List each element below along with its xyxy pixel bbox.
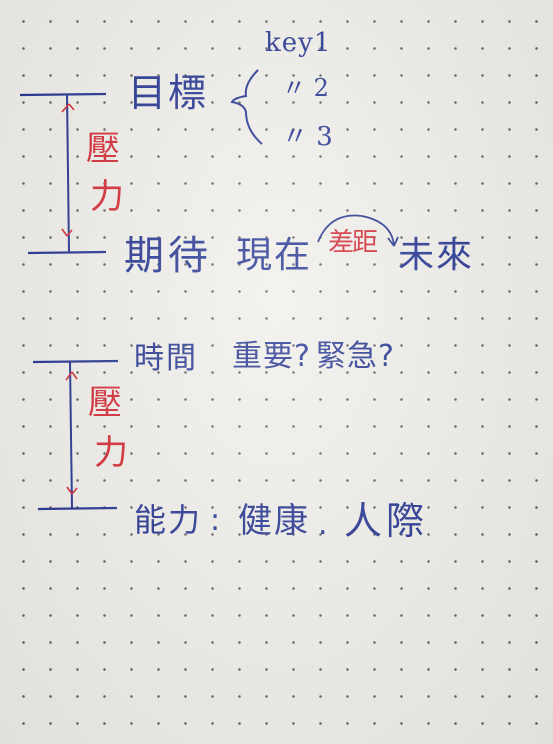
section1-vertical-line [66,93,70,253]
key1-label: key1 [265,28,332,58]
section2-bottom-line [37,506,118,511]
separator-dot: . [318,507,328,542]
key2-label: 〃 2 [282,74,329,102]
section1-top-line [19,92,107,97]
section2-red-arrow-up [65,371,78,381]
ability-label: 能力 [134,501,203,539]
important-label: 重要? [232,339,311,374]
key3-label: 〃 3 [282,122,333,152]
section1-red-arrow-down [61,228,73,237]
section1-bottom-line [27,250,107,255]
expectation-label: 期待 [124,233,212,279]
gap-arc [317,214,395,247]
goal-label: 目標 [128,71,209,115]
section2-pressure-char-1: 壓 [88,383,122,423]
section2-vertical-line [69,361,73,509]
section1-red-arrow-up [61,103,75,113]
urgent-label: 緊急? [316,339,395,374]
time-label: 時間 [134,341,198,376]
keys-brace [230,69,263,145]
now-label: 現在 [236,235,313,276]
gap-label: 差距 [328,228,378,258]
gap-arc-arrowhead [387,236,399,247]
section1-pressure-char-2: 力 [90,177,124,217]
future-label: 未來 [398,235,475,276]
colon-mark: : [210,503,221,538]
relationships-label: 人際 [344,499,429,543]
section2-pressure-char-2: 力 [94,433,128,473]
section1-pressure-char-1: 壓 [86,129,120,169]
section2-top-line [32,359,119,364]
section2-red-arrow-down [66,486,78,495]
health-label: 健康 [238,501,310,541]
